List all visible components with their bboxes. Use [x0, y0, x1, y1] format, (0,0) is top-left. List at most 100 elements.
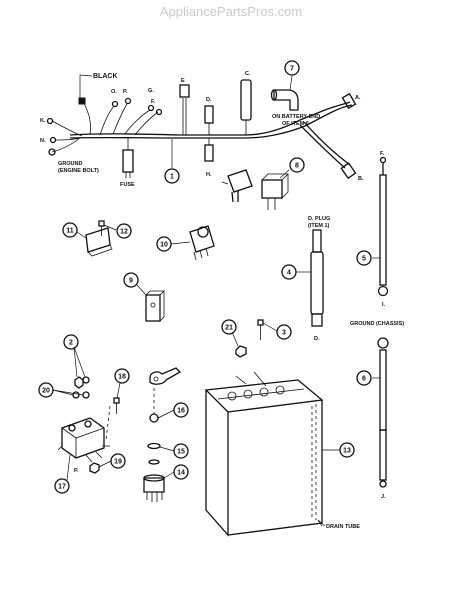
- connector-g: [147, 104, 155, 112]
- callout-17[interactable]: 17: [54, 454, 71, 494]
- label-d-plug-1: D. PLUG: [308, 216, 330, 222]
- svg-text:8: 8: [295, 163, 299, 170]
- label-battery-end-2: OF ITEM 6: [282, 121, 309, 127]
- svg-text:17: 17: [58, 484, 66, 491]
- svg-text:16: 16: [177, 408, 185, 415]
- svg-text:19: 19: [114, 459, 122, 466]
- ground-cable-chassis[interactable]: [377, 337, 389, 488]
- connector-e: [179, 84, 190, 98]
- connector-b: [340, 162, 357, 180]
- connector-h: [204, 144, 214, 162]
- label-j: J.: [381, 494, 386, 500]
- label-d-top: D.: [206, 97, 212, 103]
- svg-text:3: 3: [282, 330, 286, 337]
- callout-6[interactable]: 6: [356, 370, 380, 386]
- svg-text:1: 1: [170, 174, 174, 181]
- safety-switch[interactable]: [145, 290, 165, 322]
- battery-elbow-boot[interactable]: [270, 89, 299, 111]
- fuse-holder: [122, 149, 134, 173]
- connector-f-wire: [155, 108, 163, 116]
- label-f-cable: F.: [380, 151, 385, 157]
- connector-o: [111, 100, 119, 108]
- label-ground-chassis: GROUND (CHASSIS): [350, 321, 404, 327]
- svg-text:18: 18: [118, 374, 126, 381]
- battery[interactable]: [204, 371, 324, 537]
- label-h: H.: [206, 172, 212, 178]
- connector-a: [341, 92, 357, 110]
- battery-nut[interactable]: [235, 345, 247, 358]
- svg-text:21: 21: [225, 325, 233, 332]
- label-ground-engine-2: (ENGINE BOLT): [58, 168, 99, 174]
- callout-5[interactable]: 5: [356, 250, 380, 266]
- svg-text:6: 6: [362, 376, 366, 383]
- connector-black: [78, 97, 86, 105]
- battery-bolt[interactable]: [257, 319, 264, 340]
- callout-12[interactable]: 12: [103, 223, 132, 239]
- ignition-nut: [148, 459, 160, 465]
- callout-14[interactable]: 14: [163, 464, 189, 480]
- callout-20[interactable]: 20: [38, 382, 84, 398]
- wiring-harness[interactable]: [46, 79, 357, 180]
- bracket-screw[interactable]: [98, 220, 105, 236]
- starter-solenoid[interactable]: [57, 405, 111, 463]
- solenoid-nut[interactable]: [89, 462, 100, 474]
- callout-13[interactable]: 13: [322, 442, 355, 458]
- label-o: O.: [111, 89, 117, 95]
- label-d-bottom: D.: [314, 336, 320, 342]
- label-k: K.: [40, 118, 46, 124]
- label-black: BLACK: [93, 73, 118, 80]
- label-f-wire: F.: [151, 99, 156, 105]
- callout-18[interactable]: 18: [114, 368, 130, 399]
- svg-text:2: 2: [69, 340, 73, 347]
- mounting-bracket[interactable]: [85, 227, 113, 257]
- ground-engine-terminal: [48, 148, 56, 156]
- callout-16[interactable]: 16: [157, 402, 189, 419]
- connector-d-top: [204, 105, 214, 124]
- label-drain-tube: DRAIN TUBE: [326, 524, 360, 530]
- svg-text:15: 15: [177, 449, 185, 456]
- label-ground-engine-1: GROUND: [58, 161, 82, 167]
- battery-cable-positive[interactable]: [377, 156, 389, 297]
- svg-text:13: 13: [343, 448, 351, 455]
- callout-2[interactable]: 2: [63, 334, 86, 378]
- callout-11[interactable]: 11: [62, 222, 87, 239]
- label-c: C.: [245, 71, 251, 77]
- d-plug[interactable]: [310, 229, 324, 327]
- callout-7[interactable]: 7: [284, 60, 300, 91]
- connector-c: [240, 79, 252, 121]
- connector-k: [46, 117, 54, 125]
- label-battery-end-1: ON BATTERY END: [272, 114, 320, 120]
- callout-10[interactable]: 10: [156, 236, 191, 252]
- callout-21[interactable]: 21: [221, 319, 239, 347]
- connector-n: [49, 136, 57, 144]
- callout-9[interactable]: 9: [123, 272, 147, 296]
- label-i: I.: [382, 302, 386, 308]
- svg-text:10: 10: [160, 242, 168, 249]
- watermark-text: AppliancePartsPros.com: [160, 4, 302, 19]
- label-fuse: FUSE: [120, 182, 135, 188]
- callout-1[interactable]: 1: [164, 139, 180, 184]
- svg-text:20: 20: [42, 388, 50, 395]
- switch-assembly[interactable]: [189, 225, 215, 261]
- label-d-plug-2: (ITEM 1): [308, 223, 330, 229]
- label-p-top: P.: [123, 89, 128, 95]
- ignition-washer: [147, 442, 161, 450]
- callout-15[interactable]: 15: [159, 443, 189, 459]
- svg-text:9: 9: [129, 278, 133, 285]
- label-b: B.: [358, 176, 364, 182]
- solenoid-screw[interactable]: [113, 397, 120, 414]
- ignition-switch[interactable]: [143, 388, 165, 502]
- callout-3[interactable]: 3: [262, 322, 292, 340]
- svg-text:12: 12: [120, 229, 128, 236]
- callout-8[interactable]: 8: [279, 157, 305, 179]
- callout-19[interactable]: 19: [98, 453, 126, 469]
- ignition-key[interactable]: [149, 367, 182, 385]
- svg-text:11: 11: [66, 228, 74, 235]
- svg-text:4: 4: [287, 270, 291, 277]
- svg-text:14: 14: [177, 470, 185, 477]
- callout-4[interactable]: 4: [281, 264, 311, 280]
- relay-pair[interactable]: [221, 169, 289, 210]
- label-e: E: [181, 78, 185, 84]
